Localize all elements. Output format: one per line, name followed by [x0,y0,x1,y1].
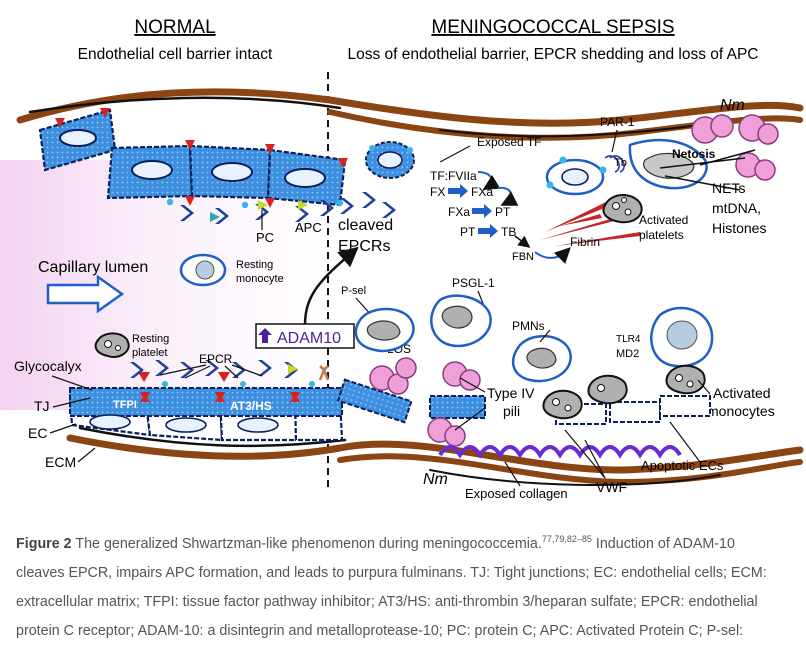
ec-label: EC [28,425,47,441]
sepsis-subtitle: Loss of endothelial barrier, EPCR sheddi… [348,46,759,63]
psel-label: P-sel [341,285,366,297]
par1-label: PAR-1 [600,115,635,129]
pt-label: PT [495,205,511,219]
fx-arrow-icon [448,184,468,198]
tb-label: TB [501,225,516,239]
normal-bottom-endothelium [68,360,344,442]
psgl1-label: PSGL-1 [452,276,495,290]
vwf-label: VWF [596,479,627,495]
resting-monocyte [179,253,227,287]
blood-flow-arrow [46,274,125,314]
nm-bottom-label: Nm [423,471,448,488]
fxa-label: FXa [471,185,493,199]
figure-label: Figure 2 [16,536,72,552]
resting-monocyte-label-1: Resting [236,259,273,271]
fxa-arrow-icon [472,204,492,218]
type-iv-label-1: Type IV [487,385,535,401]
glycocalyx-label: Glycocalyx [14,358,82,374]
nets-strands [659,149,756,191]
normal-top-endothelium [38,108,348,224]
meningococcemia-diagram: NORMAL Endothelial cell barrier intact M… [0,17,804,501]
capillary-lumen-label: Capillary lumen [38,259,148,276]
activated-platelet-top [602,194,643,224]
sepsis-top-endothelium [545,138,708,196]
bottom-pointers [454,329,711,487]
caption-line-2: cleaves EPCR, impairs APC formation, and… [16,565,767,581]
epcr-label: EPCR [199,352,233,366]
figure-caption: Figure 2 The generalized Shwartzman-like… [16,530,792,646]
at3hs-label: AT3/HS [230,399,272,413]
pmns-label: PMNs [512,319,545,333]
sepsis-title: MENINGOCOCCAL SEPSIS [431,17,674,38]
resting-platelet-label-2: platelet [132,347,167,359]
caption-title: The generalized Shwartzman-like phenomen… [71,536,542,552]
neisseria-bottom-cluster [369,357,481,447]
netosis-label: Netosis [672,147,716,161]
adam10-box [255,323,355,349]
pc-label: PC [256,230,274,245]
exposed-tf-label: Exposed TF [477,135,541,149]
caption-line-1: Figure 2 The generalized Shwartzman-like… [16,530,792,559]
pt-arrow-icon [478,224,498,238]
activated-platelets-label-2: platelets [639,228,684,242]
fbn-label: FBN [512,251,534,263]
apc-label: APC [295,220,322,235]
ecm-label: ECM [45,454,76,470]
cleaved-label: cleaved [338,217,393,234]
fx-label: FX [430,185,445,199]
tfpi-label: TFPI [113,399,137,411]
cleaved-epcr-fragments [340,192,396,218]
resting-platelet [94,332,130,358]
tb-small-label: Tb [614,157,627,169]
nets-label: NETs [712,180,745,196]
tj-label: TJ [34,398,50,414]
sepsis-bottom-endothelium [336,378,711,425]
adam10-up-arrow-icon [258,328,272,343]
detached-endothelial-cell [365,141,415,179]
caption-refs: 77,79,82–85 [541,534,592,545]
caption-line-4: protein C receptor; ADAM-10: a disintegr… [16,623,744,639]
neisseria-top-cluster [691,114,779,181]
normal-subtitle: Endothelial cell barrier intact [78,46,273,63]
fxa2-label: FXa [448,205,470,219]
apoptotic-ecs-label: Apoptotic ECs [641,458,724,473]
activated-platelets-label-1: Activated [639,213,688,227]
resting-platelet-label-1: Resting [132,333,169,345]
activated-monocytes-label-2: monocytes [707,403,775,419]
nm-top-label: Nm [720,97,745,114]
md2-label: MD2 [616,348,639,360]
pmn-cells [354,294,714,383]
ecm-top [16,88,804,141]
adam10-label: ADAM10 [277,330,341,347]
tlr4-label: TLR4 [616,334,641,345]
epcrs-label: EPCRs [338,238,390,255]
tf-fviia-label: TF:FVIIa [430,169,477,183]
histones-label: Histones [712,220,766,236]
fibrin-label: Fibrin [570,235,600,249]
type-iv-label-2: pili [503,403,520,419]
pt2-label: PT [460,225,476,239]
activated-platelets-bottom [542,364,706,420]
exposed-collagen-coil [438,445,682,459]
resting-monocyte-label-2: monocyte [236,273,284,285]
cleavage-arrow [303,246,359,326]
activated-monocytes-label-1: Activated [713,385,771,401]
epcr-pointers [159,364,263,379]
caption-line1-end: Induction of ADAM-10 [591,536,735,552]
normal-title: NORMAL [134,17,215,38]
exposed-collagen-label: Exposed collagen [465,486,568,501]
mtdna-label: mtDNA, [712,200,761,216]
caption-line-3: extracellular matrix; TFPI: tissue facto… [16,594,758,610]
